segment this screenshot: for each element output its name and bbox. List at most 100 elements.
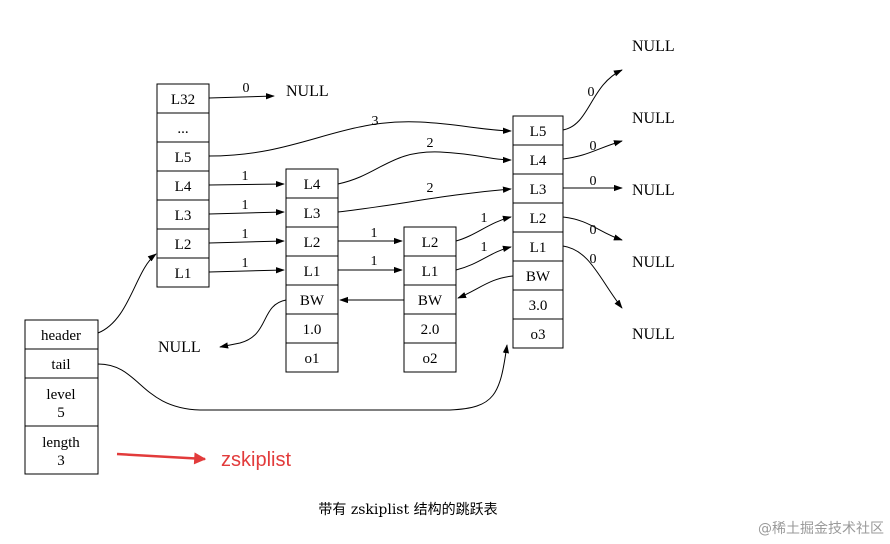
level-field-value: 5 (57, 405, 65, 421)
node3-level-l2 (512, 202, 564, 233)
edge-node3-l1-null (562, 245, 623, 309)
span-label: 1 (371, 254, 378, 269)
list-pointers (97, 253, 509, 411)
null-label: NULL (632, 110, 675, 127)
watermark: @稀土掘金技术社区 (758, 521, 884, 537)
node2-obj-value: o2 (423, 351, 438, 367)
header-field-label: header (41, 328, 81, 344)
node3-obj-value: o3 (531, 327, 546, 343)
edge-node1-bw-null (219, 299, 287, 349)
head-node: L32 ... L5 L4 L3 L2 L1 (156, 83, 210, 288)
span-label: 2 (427, 181, 434, 196)
null-label: NULL (632, 182, 675, 199)
node1-level-label: L1 (304, 264, 321, 280)
edge-node3-bw-node2 (457, 275, 514, 299)
tail-field (24, 348, 99, 379)
node3-score (512, 289, 564, 320)
node1-level-l2 (285, 226, 339, 257)
edge-head-l3-node1 (208, 209, 285, 216)
zskiplist-annotation: zskiplist (116, 449, 291, 471)
forward-pointers: 0 NULL 3 1 1 1 1 2 2 1 1 1 1 (208, 81, 512, 274)
node2-obj (403, 342, 457, 373)
span-label: 1 (481, 211, 488, 226)
length-field (24, 425, 99, 475)
node1-level-label: L3 (304, 206, 321, 222)
head-level-l2 (156, 228, 210, 259)
tail-field-label: tail (51, 357, 70, 373)
edge-node1-l3-node3 (337, 186, 512, 213)
node1-score (285, 313, 339, 344)
skiplist-node-3: L5 L4 L3 L2 L1 BW 3.0 o3 (512, 115, 564, 349)
span-label: 0 (588, 85, 595, 100)
head-level-l32-label: L32 (171, 92, 195, 108)
node2-score (403, 313, 457, 344)
node3-level-label: L1 (530, 240, 547, 256)
node3-obj (512, 318, 564, 349)
head-level-l4 (156, 170, 210, 201)
level-field-label: level (46, 387, 75, 403)
skiplist-node-1: L4 L3 L2 L1 BW 1.0 o1 (285, 168, 339, 373)
length-field-label: length (42, 435, 80, 451)
span-label: 1 (242, 169, 249, 184)
head-level-l1-label: L1 (175, 266, 192, 282)
node3-level-l5 (512, 115, 564, 146)
node2-backward (403, 284, 457, 315)
null-label: NULL (632, 254, 675, 271)
head-level-l5-label: L5 (175, 150, 192, 166)
length-field-value: 3 (57, 453, 65, 469)
edge-header-head-node (97, 253, 157, 334)
span-label: 3 (372, 114, 379, 129)
span-label: 1 (242, 256, 249, 271)
node1-level-l4 (285, 168, 339, 199)
zskiplist-struct: header tail level 5 length 3 (24, 319, 99, 475)
header-field (24, 319, 99, 350)
head-level-ellipsis-label: ... (177, 121, 188, 137)
node3-backward (512, 260, 564, 291)
null-label: NULL (632, 38, 675, 55)
head-level-l4-label: L4 (175, 179, 192, 195)
node3-score-value: 3.0 (529, 298, 548, 314)
edge-head-l1-node1 (208, 267, 285, 274)
span-label: 0 (590, 223, 597, 238)
level-field (24, 377, 99, 427)
edge-head-l5-node3 (208, 121, 512, 157)
span-label: 1 (371, 226, 378, 241)
edge-node3-l2-null (562, 216, 623, 241)
edge-tail-node3 (97, 344, 509, 411)
edge-head-l2-node1 (208, 238, 285, 245)
null-label: NULL (158, 339, 201, 356)
head-level-l1 (156, 257, 210, 288)
node2-backward-label: BW (418, 293, 443, 309)
backward-pointers: NULL (158, 275, 514, 356)
edge-head-l4-node1 (208, 180, 285, 188)
span-label: 0 (243, 81, 250, 96)
span-label: 1 (242, 198, 249, 213)
annotation-label: zskiplist (221, 449, 291, 471)
figure-caption: 带有 zskiplist 结构的跳跃表 (318, 502, 497, 518)
node1-obj-value: o1 (305, 351, 320, 367)
span-label: 0 (590, 174, 597, 189)
span-label: 2 (427, 136, 434, 151)
node3-level-label: L5 (530, 124, 547, 140)
node2-level-label: L2 (422, 235, 439, 251)
node2-score-value: 2.0 (421, 322, 440, 338)
span-label: 0 (590, 139, 597, 154)
node1-backward (285, 284, 339, 315)
edge-node3-l5-null (562, 69, 623, 131)
node1-level-label: L2 (304, 235, 321, 251)
node1-level-label: L4 (304, 177, 321, 193)
null-label: NULL (286, 83, 329, 100)
skiplist-node-2: L2 L1 BW 2.0 o2 (403, 226, 457, 373)
edge-node2-l2-node3 (455, 215, 512, 242)
head-level-ellipsis (156, 112, 210, 143)
span-label: 1 (481, 240, 488, 255)
edge-head-l32-null (208, 93, 275, 100)
node2-level-label: L1 (422, 264, 439, 280)
node3-level-label: L2 (530, 211, 547, 227)
edge-node1-l4-node3 (337, 151, 512, 185)
tail-null-pointers: 0 NULL 0 NULL 0 NULL 0 NULL 0 NULL (562, 38, 675, 343)
node1-score-value: 1.0 (303, 322, 322, 338)
head-level-l3-label: L3 (175, 208, 192, 224)
annotation-arrow (116, 452, 207, 465)
